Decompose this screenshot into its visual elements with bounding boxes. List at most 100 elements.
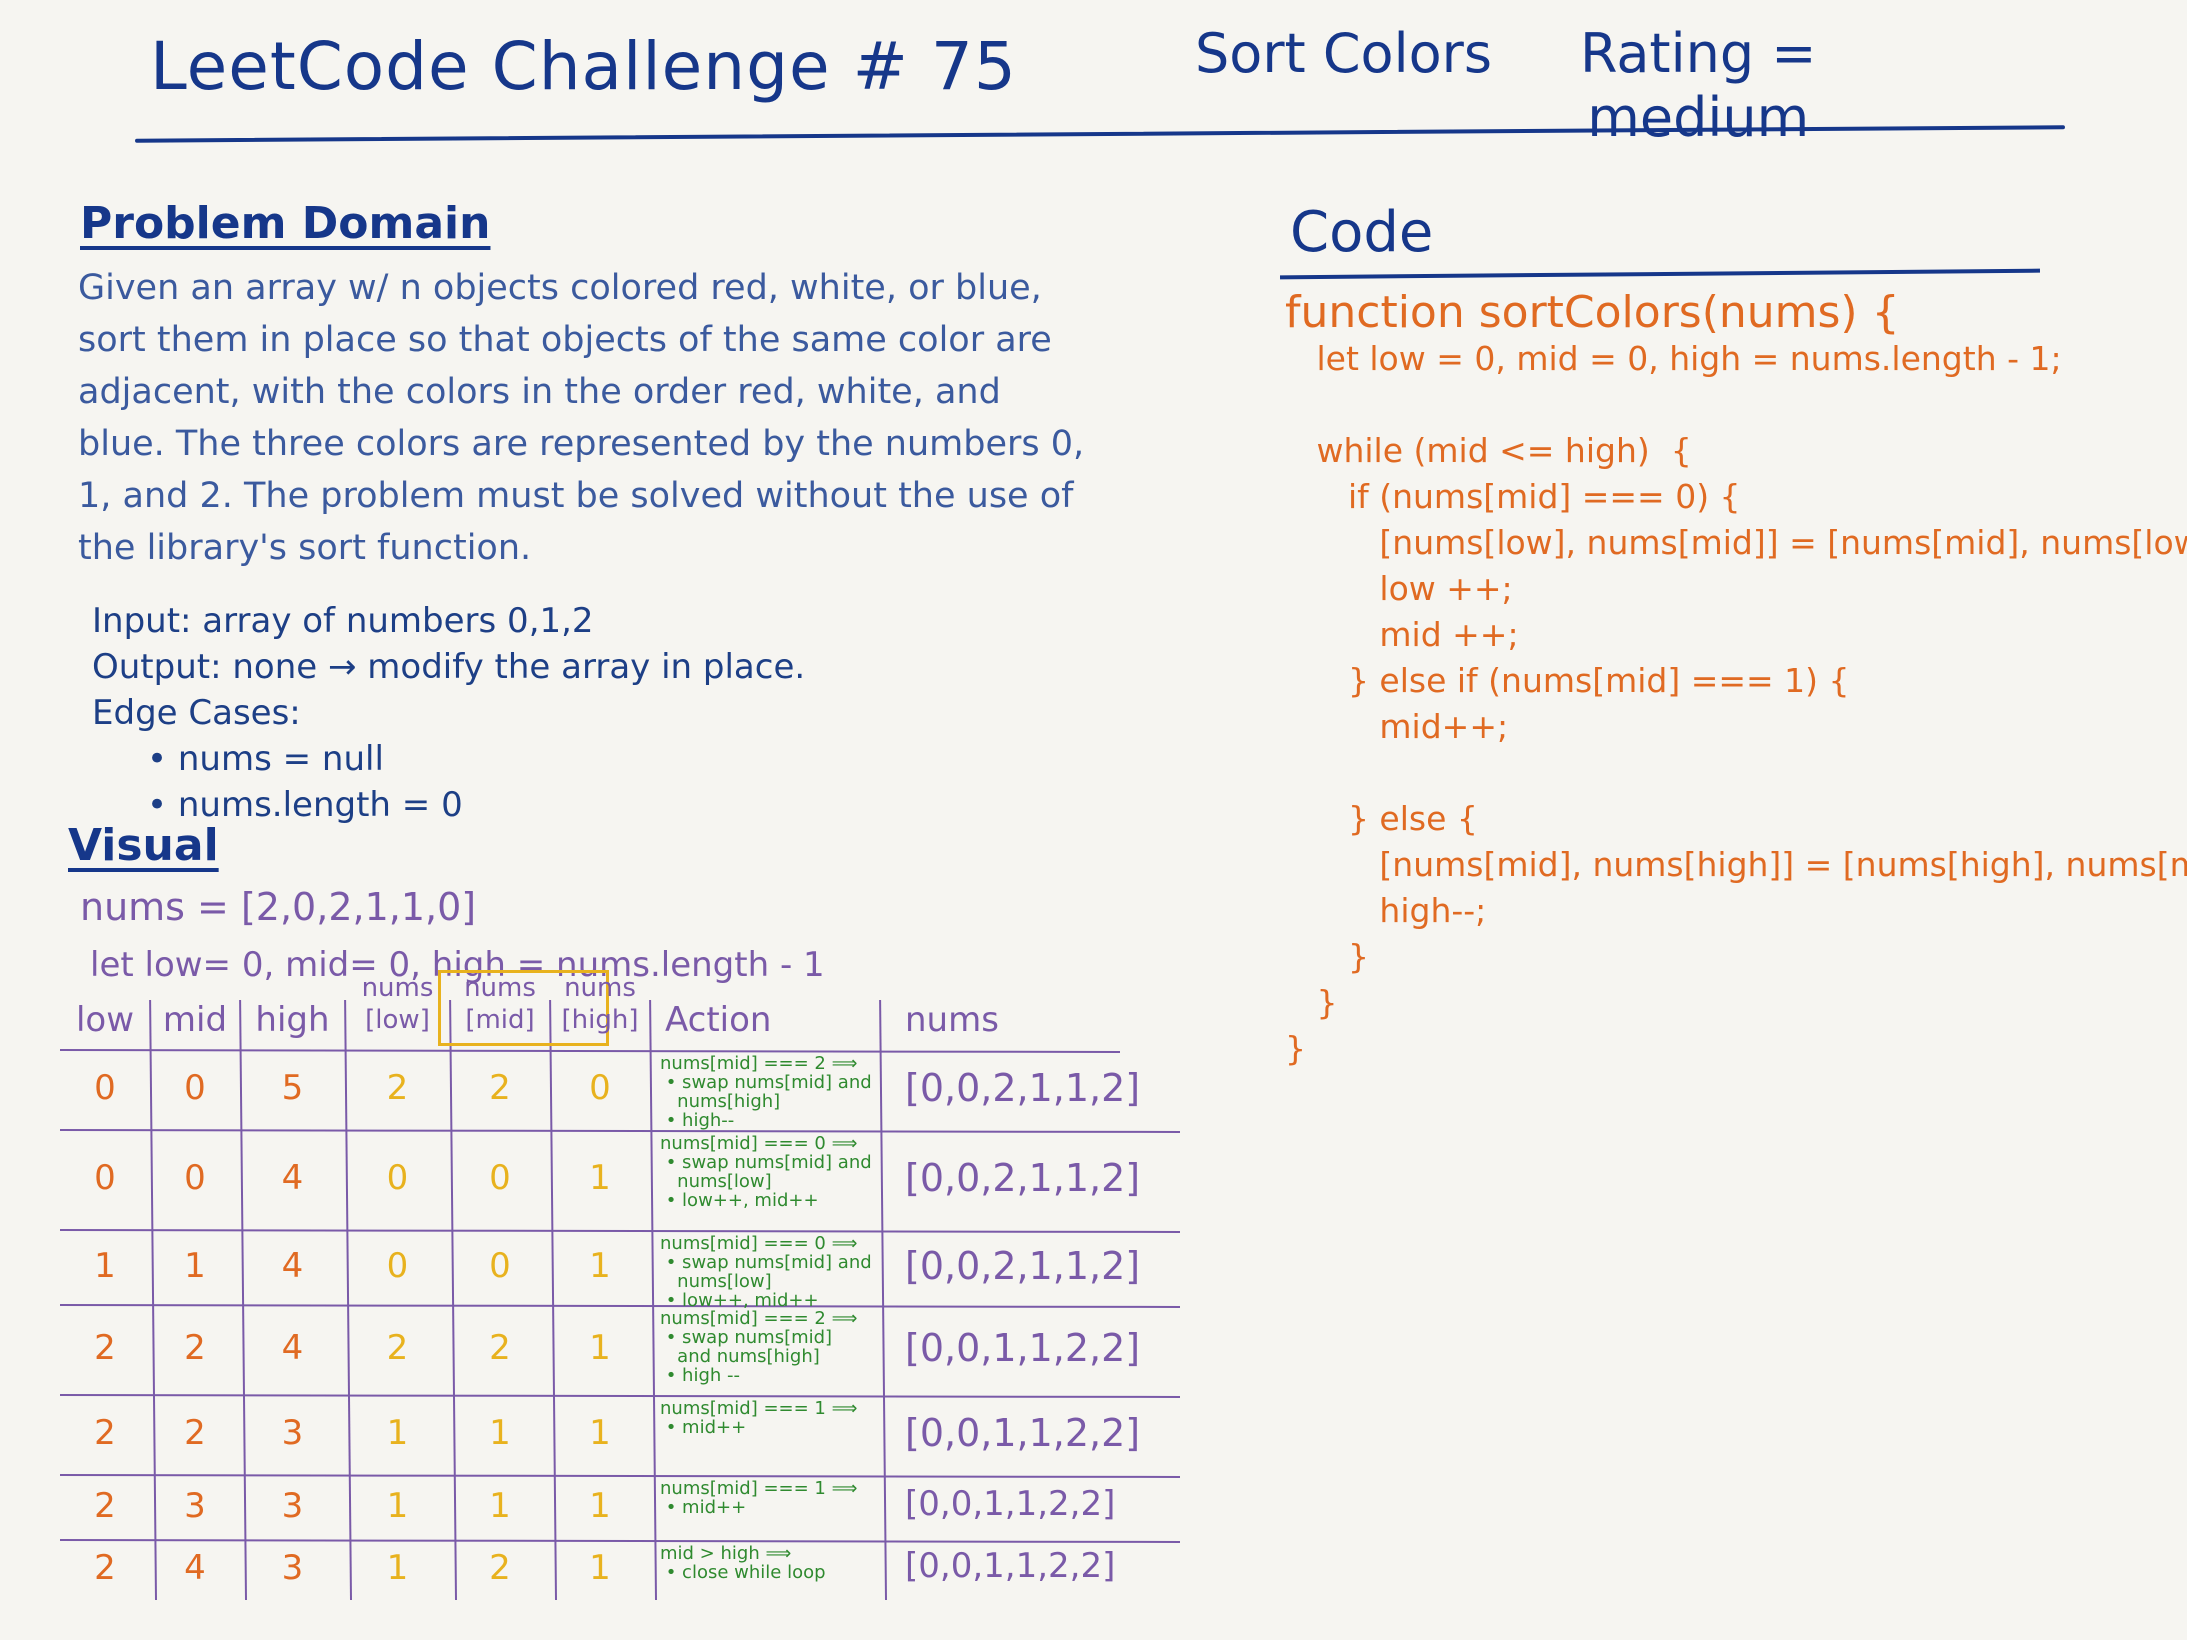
action-cell: nums[mid] === 1 ⟹ • mid++ (660, 1398, 858, 1438)
low-value: 2 (94, 1548, 116, 1588)
grid-line (344, 1000, 352, 1600)
code-block: function sortColors(nums) { let low = 0,… (1285, 290, 2187, 1072)
trace-grid (60, 1000, 1181, 1600)
nums-low-value: 1 (386, 1548, 409, 1588)
nums-mid-value: 0 (489, 1158, 511, 1198)
code-underline (1279, 268, 2041, 280)
grid-line (60, 1049, 1121, 1053)
nums-high-value: 0 (589, 1068, 611, 1108)
nums-mid-value: 2 (489, 1328, 511, 1368)
nums-high-value: 1 (589, 1485, 611, 1526)
action-cell: nums[mid] === 0 ⟹ • swap nums[mid] and n… (660, 1233, 872, 1311)
mid-value: 4 (184, 1548, 206, 1588)
nums-state-cell: [0,0,1,1,2,2] (905, 1483, 1116, 1524)
nums-low-value: 0 (386, 1245, 409, 1286)
code-line: let low = 0, mid = 0, high = nums.length… (1285, 339, 2062, 378)
action-cell: nums[mid] === 2 ⟹ • swap nums[mid] and n… (660, 1308, 858, 1386)
code-line (1285, 750, 2187, 796)
nums-low-value: 2 (386, 1328, 409, 1368)
mid-value: 2 (184, 1328, 206, 1368)
edge-cases-label: Edge Cases: (92, 693, 301, 733)
nums-mid-value: 2 (489, 1548, 511, 1588)
nums-high-value: 1 (589, 1158, 611, 1198)
code-line: if (nums[mid] === 0) { (1285, 477, 1741, 516)
code-line: low ++; (1285, 569, 1513, 608)
low-value: 2 (94, 1413, 116, 1453)
high-value: 5 (281, 1068, 304, 1108)
nums-mid-value: 1 (489, 1485, 511, 1526)
page-title: LeetCode Challenge # 75 (150, 28, 1017, 105)
grid-line (649, 1000, 657, 1600)
low-value: 2 (94, 1485, 116, 1526)
high-value: 3 (281, 1413, 304, 1453)
grid-line (60, 1229, 1181, 1233)
highlight-box (438, 970, 609, 1046)
output-line: Output: none → modify the array in place… (92, 647, 806, 687)
action-cell: nums[mid] === 1 ⟹ • mid++ (660, 1478, 858, 1518)
col-high-header: high (255, 1000, 330, 1040)
code-signature: function sortColors(nums) { (1285, 287, 1900, 338)
nums-low-value: 1 (386, 1413, 409, 1453)
nums-low-value: 2 (386, 1068, 409, 1108)
col-mid-header: mid (162, 1000, 228, 1040)
grid-line (549, 1000, 557, 1600)
rating: Rating = medium (1580, 22, 1817, 150)
code-line: mid ++; (1285, 615, 1519, 654)
rating-value: medium (1587, 86, 1810, 149)
low-value: 0 (94, 1068, 116, 1108)
mid-value: 2 (184, 1413, 206, 1453)
mid-value: 0 (184, 1158, 206, 1198)
nums-mid-value: 2 (489, 1068, 511, 1108)
mid-value: 0 (184, 1068, 206, 1108)
mid-value: 3 (184, 1485, 206, 1526)
col-action-header: Action (665, 1000, 772, 1040)
nums-state-cell: [0,0,1,1,2,2] (905, 1411, 1141, 1455)
nums-state-cell: [0,0,2,1,1,2] (905, 1243, 1141, 1288)
code-line: [nums[low], nums[mid]] = [nums[mid], num… (1285, 523, 2187, 562)
nums-state-cell: [0,0,2,1,1,2] (905, 1156, 1141, 1200)
edge-case-item: • nums.length = 0 (147, 785, 463, 825)
nums-state-cell: [0,0,1,1,2,2] (905, 1326, 1141, 1370)
problem-domain-heading: Problem Domain (80, 198, 491, 249)
visual-nums-line: nums = [2,0,2,1,1,0] (80, 885, 477, 929)
low-value: 1 (94, 1245, 116, 1286)
visual-init-line: let low= 0, mid= 0, high = nums.length -… (90, 945, 825, 985)
nums-mid-value: 0 (489, 1245, 511, 1286)
grid-line (149, 1000, 157, 1600)
code-line: } else if (nums[mid] === 1) { (1285, 661, 1850, 700)
visual-heading: Visual (68, 820, 219, 871)
high-value: 4 (281, 1245, 304, 1286)
grid-line (60, 1539, 1181, 1543)
code-line: while (mid <= high) { (1285, 431, 1692, 470)
nums-high-value: 1 (589, 1328, 611, 1368)
high-value: 3 (281, 1548, 304, 1588)
col-nums-high-header: nums [high] (561, 973, 639, 1035)
mid-value: 1 (184, 1245, 206, 1286)
nums-high-value: 1 (589, 1548, 611, 1588)
col-nums-mid-header: nums [mid] (464, 973, 536, 1035)
action-cell: nums[mid] === 2 ⟹ • swap nums[mid] and n… (660, 1053, 872, 1131)
nums-low-value: 0 (386, 1158, 409, 1198)
problem-description: Given an array w/ n objects colored red,… (78, 268, 1085, 568)
input-line: Input: array of numbers 0,1,2 (92, 601, 594, 641)
high-value: 4 (281, 1328, 304, 1368)
nums-mid-value: 1 (489, 1413, 511, 1453)
code-line: } (1285, 983, 1338, 1022)
nums-state-cell: [0,0,2,1,1,2] (905, 1066, 1141, 1110)
code-line (1285, 382, 2187, 428)
col-low-header: low (75, 1000, 135, 1040)
high-value: 3 (281, 1485, 304, 1526)
grid-line (60, 1304, 1181, 1308)
grid-line (879, 1000, 887, 1600)
code-line: mid++; (1285, 707, 1509, 746)
rating-label: Rating = (1580, 22, 1817, 85)
code-line: high--; (1285, 891, 1487, 930)
code-line: [nums[mid], nums[high]] = [nums[high], n… (1285, 845, 2187, 884)
grid-line (60, 1129, 1181, 1133)
nums-high-value: 1 (589, 1245, 611, 1286)
high-value: 4 (281, 1158, 304, 1198)
low-value: 0 (94, 1158, 116, 1198)
code-line: } (1285, 937, 1369, 976)
problem-name: Sort Colors (1195, 22, 1492, 85)
